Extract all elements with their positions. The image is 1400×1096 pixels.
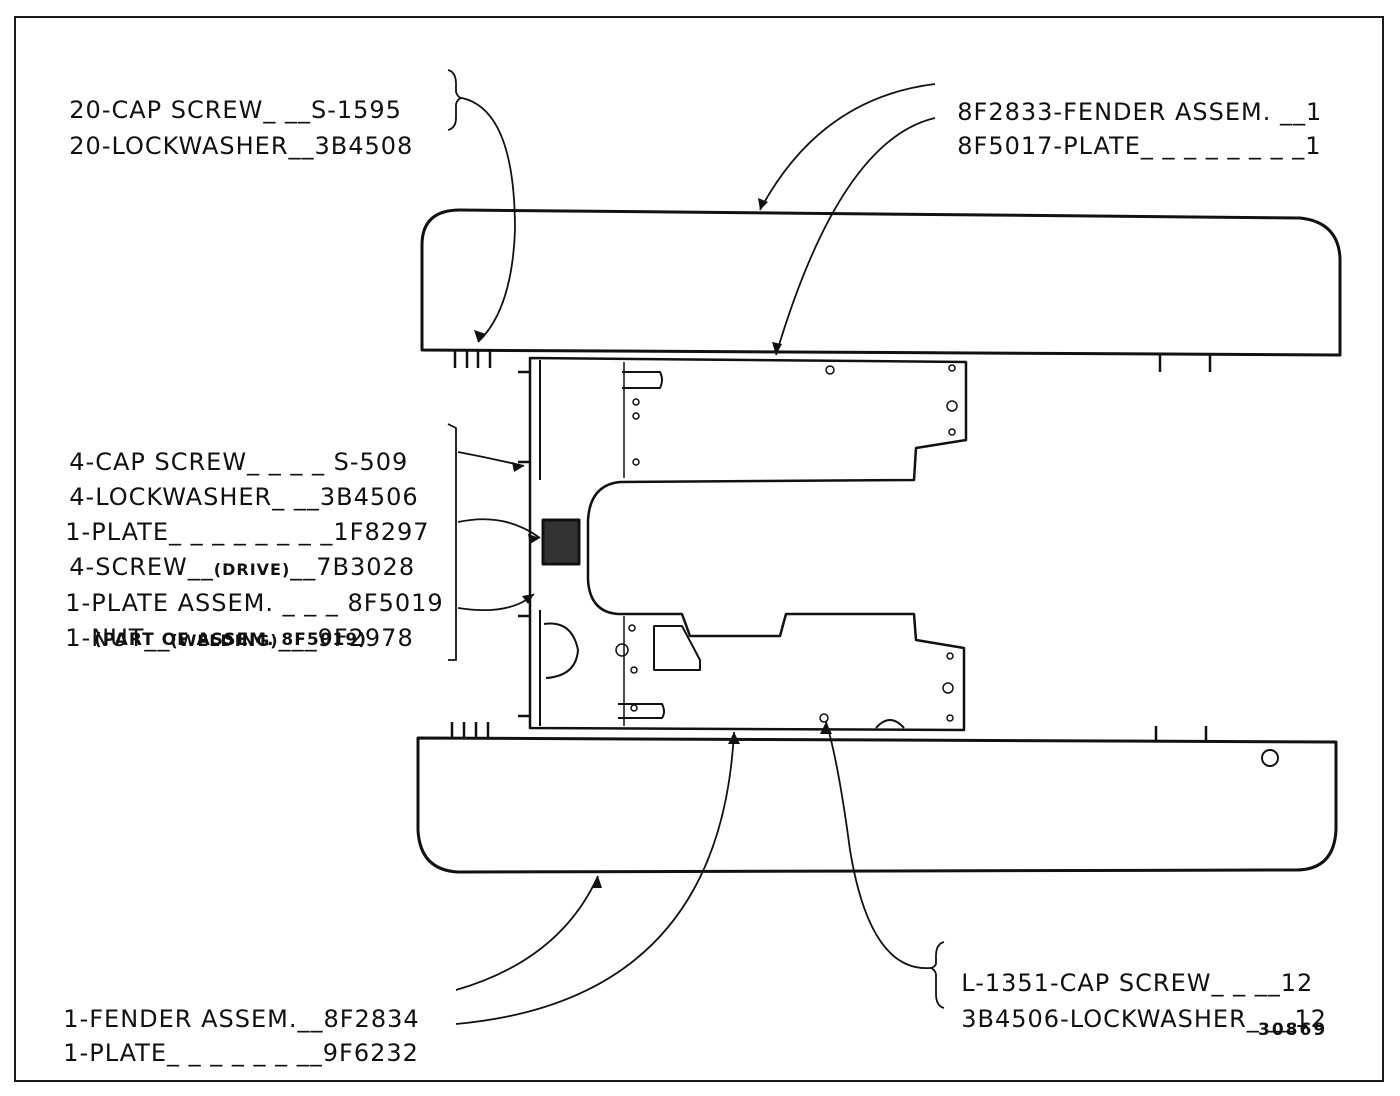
leader-9f6232 [455, 731, 735, 1025]
label-1-plate: 1-PLATE_ _ _ _ _ _ _ _1F8297 [65, 518, 430, 546]
label-3b4506-lockwasher: 3B4506-LOCKWASHER_ __12 [961, 1005, 1327, 1033]
leader-4-screw [457, 518, 541, 539]
bottom-fender [416, 736, 1338, 874]
bolts-bottom-right [1154, 726, 1208, 742]
bolts-bottom-left [450, 722, 490, 738]
label-part-of-assem: (PART OF ASSEM. 8F5019) [94, 630, 367, 650]
label-1-plate-assem: 1-PLATE ASSEM. _ _ _ 8F5019 [65, 589, 444, 617]
label-1-nut-welding: 1-NUT__(WELDING)___9F2978 [65, 624, 414, 652]
figure-number: 30869 [1258, 1020, 1328, 1040]
label-4-screw-drive: 4-SCREW__(DRIVE)__7B3028 [69, 553, 416, 581]
label-4-lockwasher: 4-LOCKWASHER_ __3B4506 [69, 483, 419, 511]
leader-8f2834 [455, 875, 599, 991]
bolts-top-left [453, 350, 492, 368]
label-1-plate-9f6232: 1-PLATE_ _ _ _ _ _ __9F6232 [63, 1039, 419, 1067]
label-8f2833-fender-assem: 8F2833-FENDER ASSEM. __1 [957, 98, 1323, 126]
label-20-cap-screw: 20-CAP SCREW_ __S-1595 [69, 96, 402, 124]
drawing-border [14, 16, 1384, 1082]
label-4-cap-screw: 4-CAP SCREW_ _ _ _ S-509 [69, 448, 409, 476]
label-l-1351-cap-screw: L-1351-CAP SCREW_ _ __12 [961, 969, 1314, 997]
leader-20-cap-screw [461, 97, 516, 343]
leader-8f5017 [775, 117, 936, 356]
leader-l-1351 [825, 721, 931, 969]
leader-8f2833 [759, 83, 936, 211]
bolts-top-right [1158, 355, 1212, 372]
small-plate [541, 518, 581, 566]
label-1-fender-assem: 1-FENDER ASSEM.__8F2834 [63, 1005, 420, 1033]
center-plate [528, 356, 968, 732]
top-fender [420, 208, 1342, 357]
label-20-lockwasher: 20-LOCKWASHER__3B4508 [69, 132, 414, 160]
label-8f5017-plate: 8F5017-PLATE_ _ _ _ _ _ _ _1 [957, 132, 1322, 160]
